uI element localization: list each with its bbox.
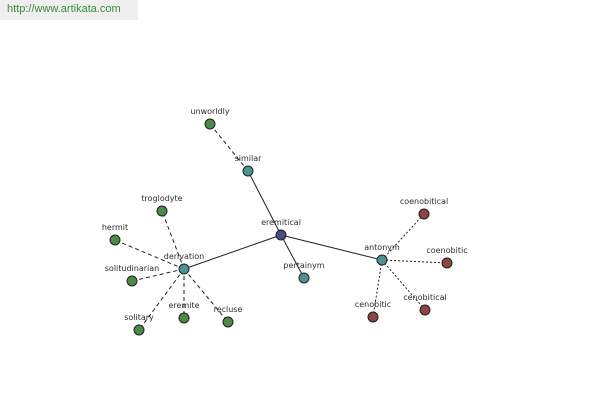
node-recluse[interactable] [222, 316, 234, 328]
node-solitary[interactable] [133, 324, 145, 336]
edge-eremitical-derivation [183, 234, 282, 270]
node-label-coenobitical: coenobitical [400, 197, 448, 206]
edge-derivation-solitudinarian [131, 268, 185, 282]
edge-eremitical-antonym [280, 234, 383, 261]
node-label-recluse: recluse [214, 305, 243, 314]
node-cenobitical[interactable] [419, 304, 431, 316]
node-label-eremitical: eremitical [261, 218, 301, 227]
node-solitudinarian[interactable] [126, 275, 138, 287]
edge-derivation-recluse [183, 268, 229, 323]
node-derivation[interactable] [178, 263, 190, 275]
edge-similar-unworldly [209, 123, 249, 172]
edge-eremitical-pertainym [280, 234, 305, 279]
node-label-troglodyte: troglodyte [141, 194, 182, 203]
node-unworldly[interactable] [204, 118, 216, 130]
source-link[interactable]: http://www.artikata.com [7, 3, 121, 15]
node-label-similar: similar [235, 154, 263, 163]
graph-labels: eremitical similar derivation pertainym anto… [102, 107, 468, 322]
node-label-unworldly: unworldly [190, 107, 229, 116]
node-label-eremite: eremite [168, 301, 199, 310]
edge-eremitical-similar [247, 170, 282, 236]
node-label-solitudinarian: solitudinarian [105, 264, 159, 273]
node-troglodyte[interactable] [156, 205, 168, 217]
node-label-hermit: hermit [102, 223, 128, 232]
graph-edges [114, 123, 448, 331]
edge-antonym-coenobitic [381, 259, 448, 264]
node-antonym[interactable] [376, 254, 388, 266]
node-label-pertainym: pertainym [283, 261, 324, 270]
node-coenobitical[interactable] [418, 208, 430, 220]
node-eremite[interactable] [178, 312, 190, 324]
node-cenobitic[interactable] [367, 311, 379, 323]
edge-derivation-hermit [114, 239, 185, 270]
edge-antonym-coenobitical [381, 213, 425, 261]
node-label-solitary: solitary [124, 313, 154, 322]
node-coenobitic[interactable] [441, 257, 453, 269]
edge-antonym-cenobitical [381, 259, 426, 311]
node-label-antonym: antonym [364, 243, 400, 252]
graph-nodes [109, 118, 453, 336]
node-label-cenobitical: cenobitical [403, 293, 446, 302]
node-label-coenobitic: coenobitic [426, 246, 467, 255]
edge-antonym-cenobitic [372, 259, 383, 318]
edge-derivation-solitary [138, 268, 185, 331]
source-banner: http://www.artikata.com [0, 0, 138, 20]
node-label-derivation: derivation [164, 252, 204, 261]
edge-derivation-troglodyte [161, 210, 185, 270]
node-eremitical[interactable] [275, 229, 287, 241]
node-label-cenobitic: cenobitic [355, 300, 391, 309]
node-hermit[interactable] [109, 234, 121, 246]
node-pertainym[interactable] [298, 272, 310, 284]
node-similar[interactable] [242, 165, 254, 177]
